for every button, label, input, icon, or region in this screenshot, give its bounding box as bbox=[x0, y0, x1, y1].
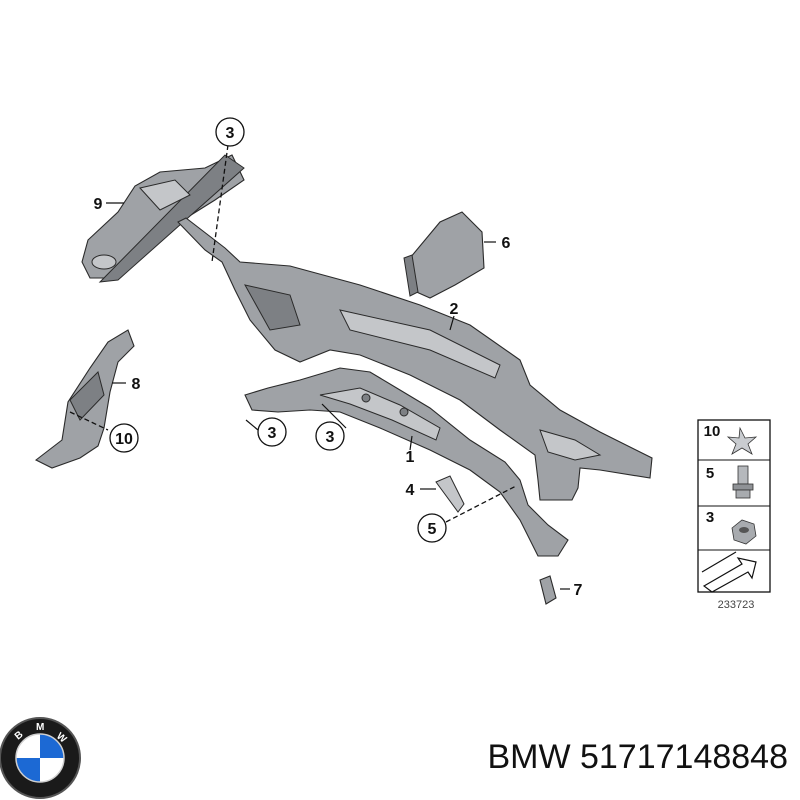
svg-text:10: 10 bbox=[115, 431, 133, 448]
arrow-symbol-icon bbox=[701, 551, 757, 593]
dash-leader-5 bbox=[445, 485, 517, 523]
callout-4: 4 bbox=[406, 482, 415, 499]
callout-10: 10 bbox=[109, 423, 139, 453]
leader-3-left bbox=[245, 419, 259, 431]
svg-text:10: 10 bbox=[704, 423, 721, 440]
brand-part-row: BMW 51717148848 bbox=[0, 700, 800, 800]
part-6-bracket bbox=[403, 211, 485, 299]
nut-icon bbox=[731, 519, 757, 545]
callout-3-mid: 3 bbox=[315, 421, 345, 451]
bolt-icon bbox=[732, 465, 754, 499]
callout-3-top: 3 bbox=[215, 117, 245, 147]
fastener-legend: 10 5 3 233723 bbox=[697, 419, 771, 611]
part-7-clip bbox=[539, 575, 557, 605]
leader-2 bbox=[449, 315, 455, 331]
legend-row-5: 5 bbox=[706, 465, 754, 499]
svg-text:5: 5 bbox=[428, 521, 437, 538]
callout-9: 9 bbox=[94, 196, 103, 213]
part-number: 51717148848 bbox=[579, 738, 788, 776]
callout-5: 5 bbox=[417, 513, 447, 543]
leader-3-mid bbox=[321, 403, 347, 429]
legend-row-3: 3 bbox=[706, 509, 757, 545]
svg-text:3: 3 bbox=[268, 425, 277, 442]
callout-2: 2 bbox=[450, 301, 459, 318]
bmw-logo: B M W bbox=[0, 717, 81, 799]
dash-leader-10-left bbox=[69, 411, 109, 431]
callout-1: 1 bbox=[406, 449, 415, 466]
part-9-reinforcement bbox=[81, 154, 245, 283]
callout-3-left: 3 bbox=[257, 417, 287, 447]
svg-text:5: 5 bbox=[706, 465, 714, 482]
callout-8: 8 bbox=[132, 376, 141, 393]
part-1-rail bbox=[244, 367, 569, 557]
svg-text:M: M bbox=[36, 722, 44, 733]
part-8-bracket bbox=[34, 329, 135, 469]
part-4-pad bbox=[435, 475, 465, 513]
diagram-reference-number: 233723 bbox=[718, 599, 755, 611]
legend-row-10: 10 bbox=[704, 423, 758, 455]
star-clip-icon bbox=[726, 426, 758, 455]
brand-name: BMW bbox=[487, 738, 571, 776]
callout-7: 7 bbox=[574, 582, 583, 599]
svg-text:3: 3 bbox=[706, 509, 714, 526]
leader-1 bbox=[409, 435, 413, 451]
part-2-rail bbox=[177, 217, 653, 501]
brand-part-label: BMW 51717148848 bbox=[487, 738, 788, 777]
svg-text:3: 3 bbox=[226, 125, 235, 142]
dash-leader-3-top bbox=[211, 144, 229, 263]
svg-text:3: 3 bbox=[326, 429, 335, 446]
callout-6: 6 bbox=[502, 235, 511, 252]
